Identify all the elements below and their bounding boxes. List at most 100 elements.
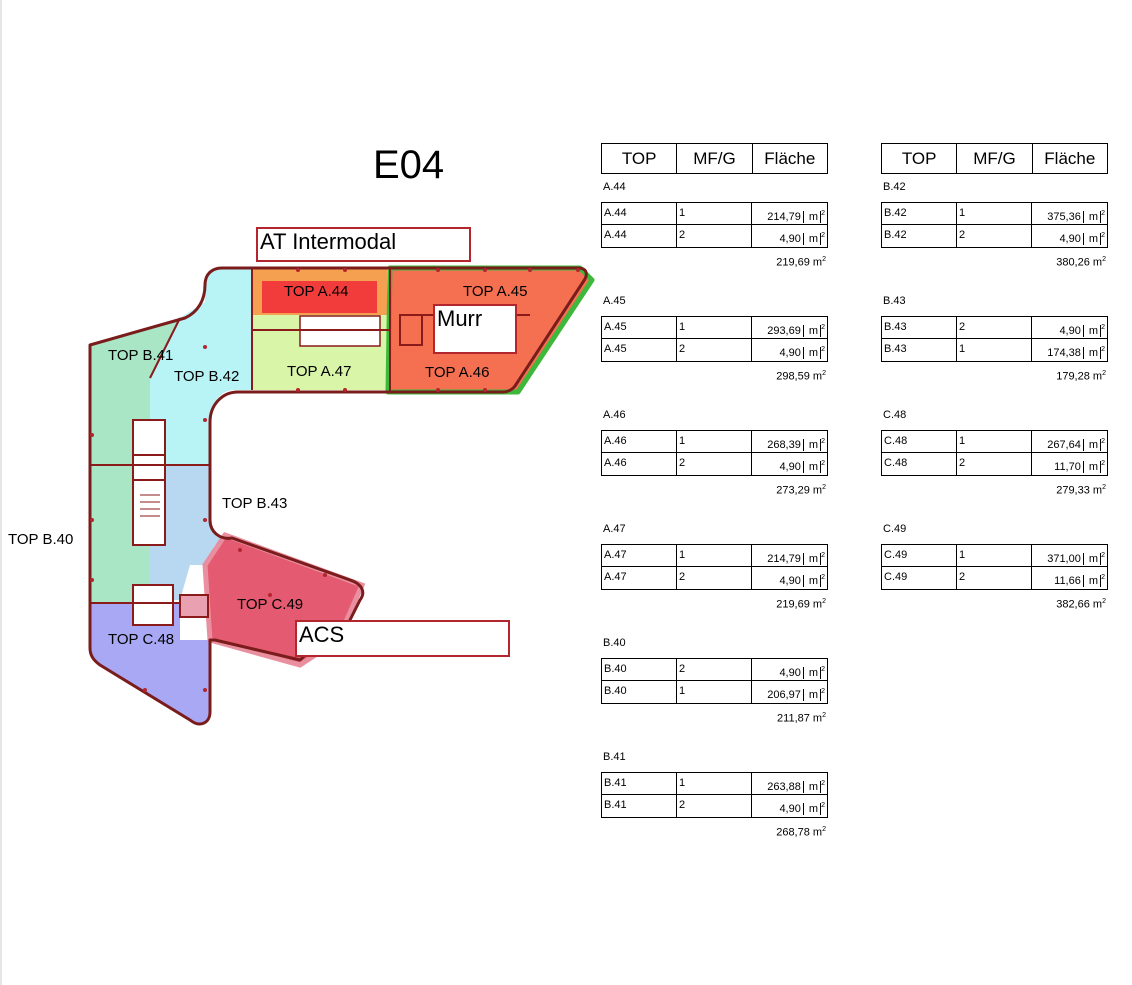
table-header: TOP MF/G Fläche xyxy=(601,143,828,174)
page-edge xyxy=(0,0,2,985)
cell-top: B.43 xyxy=(882,339,957,361)
cell-area-value: 4,90 xyxy=(777,802,804,815)
group-total: 380,26 m2 xyxy=(881,252,1108,269)
floor-title: E04 xyxy=(373,143,445,187)
cell-area-value: 4,90 xyxy=(777,666,804,679)
group-name: A.45 xyxy=(603,295,626,307)
unit-exponent: 2 xyxy=(822,256,826,263)
cell-mfg: 2 xyxy=(677,567,752,589)
cell-area-value: 11,70 xyxy=(1052,460,1084,473)
cell-mfg: 1 xyxy=(677,317,752,338)
cell-area-unit: m xyxy=(806,324,822,337)
header-top: TOP xyxy=(602,144,678,173)
unit-exponent: 2 xyxy=(822,598,826,605)
cell-top: B.42 xyxy=(882,225,957,247)
unit-exponent: 2 xyxy=(1101,232,1105,239)
unit-exponent: 2 xyxy=(821,552,825,559)
cell-top: C.48 xyxy=(882,431,957,452)
cell-mfg: 1 xyxy=(957,545,1032,566)
cell-area-unit: m xyxy=(806,780,822,793)
total-value: 179,28 xyxy=(1056,370,1090,383)
unit-exponent: 2 xyxy=(1101,438,1105,445)
unit-exponent: 2 xyxy=(1101,460,1105,467)
zone-label-a45: TOP A.45 xyxy=(463,283,528,300)
cell-mfg: 2 xyxy=(677,795,752,817)
unit-exponent: 2 xyxy=(821,780,825,787)
total-unit: m xyxy=(812,484,823,497)
cell-area-unit: m xyxy=(806,552,822,565)
cell-area-unit: m xyxy=(1086,324,1102,337)
zone-b42-area xyxy=(150,268,252,465)
area-table-left: TOP MF/G Fläche xyxy=(601,143,828,174)
group-total: 268,78 m2 xyxy=(601,822,828,839)
cell-top: A.47 xyxy=(602,545,677,566)
cell-area-unit: m xyxy=(1086,552,1102,565)
group-total: 273,29 m2 xyxy=(601,480,828,497)
core-c-lift xyxy=(179,594,209,618)
group-name: A.44 xyxy=(603,181,626,193)
cell-top: B.40 xyxy=(602,659,677,680)
group-total: 179,28 m2 xyxy=(881,366,1108,383)
zone-label-b43: TOP B.43 xyxy=(222,495,288,512)
cell-mfg: 1 xyxy=(957,431,1032,452)
cell-top: A.46 xyxy=(602,431,677,452)
cell-mfg: 1 xyxy=(677,681,752,703)
cell-mfg: 1 xyxy=(677,545,752,566)
cell-top: A.45 xyxy=(602,317,677,338)
cell-top: C.49 xyxy=(882,545,957,566)
cell-area-value: 267,64 xyxy=(1045,438,1084,451)
cell-mfg: 1 xyxy=(957,203,1032,224)
cell-area-unit: m xyxy=(806,688,822,701)
unit-exponent: 2 xyxy=(1102,370,1106,377)
group-total: 219,69 m2 xyxy=(601,594,828,611)
cell-area-unit: m xyxy=(1086,574,1102,587)
cell-top: B.41 xyxy=(602,795,677,817)
cell-top: B.43 xyxy=(882,317,957,338)
cell-area-value: 4,90 xyxy=(777,232,804,245)
total-value: 380,26 xyxy=(1056,256,1090,269)
cell-area-unit: m xyxy=(806,210,822,223)
unit-exponent: 2 xyxy=(821,666,825,673)
unit-exponent: 2 xyxy=(821,232,825,239)
unit-exponent: 2 xyxy=(1102,256,1106,263)
cell-area-value: 371,00 xyxy=(1045,552,1084,565)
cell-top: C.49 xyxy=(882,567,957,589)
cell-area-unit: m xyxy=(806,346,822,359)
unit-exponent: 2 xyxy=(821,210,825,217)
unit-exponent: 2 xyxy=(821,324,825,331)
tenant-label: Murr xyxy=(437,306,483,331)
cell-area-unit: m xyxy=(1086,232,1102,245)
cell-area-value: 293,69 xyxy=(765,324,804,337)
tenant-label: ACS xyxy=(299,622,345,647)
group-name: B.41 xyxy=(603,751,626,763)
group-name: A.46 xyxy=(603,409,626,421)
area-table-right: TOP MF/G Fläche xyxy=(881,143,1108,174)
total-value: 219,69 xyxy=(776,598,810,611)
zone-label-a47: TOP A.47 xyxy=(287,363,352,380)
cell-mfg: 2 xyxy=(957,317,1032,338)
cell-area-value: 4,90 xyxy=(777,460,804,473)
